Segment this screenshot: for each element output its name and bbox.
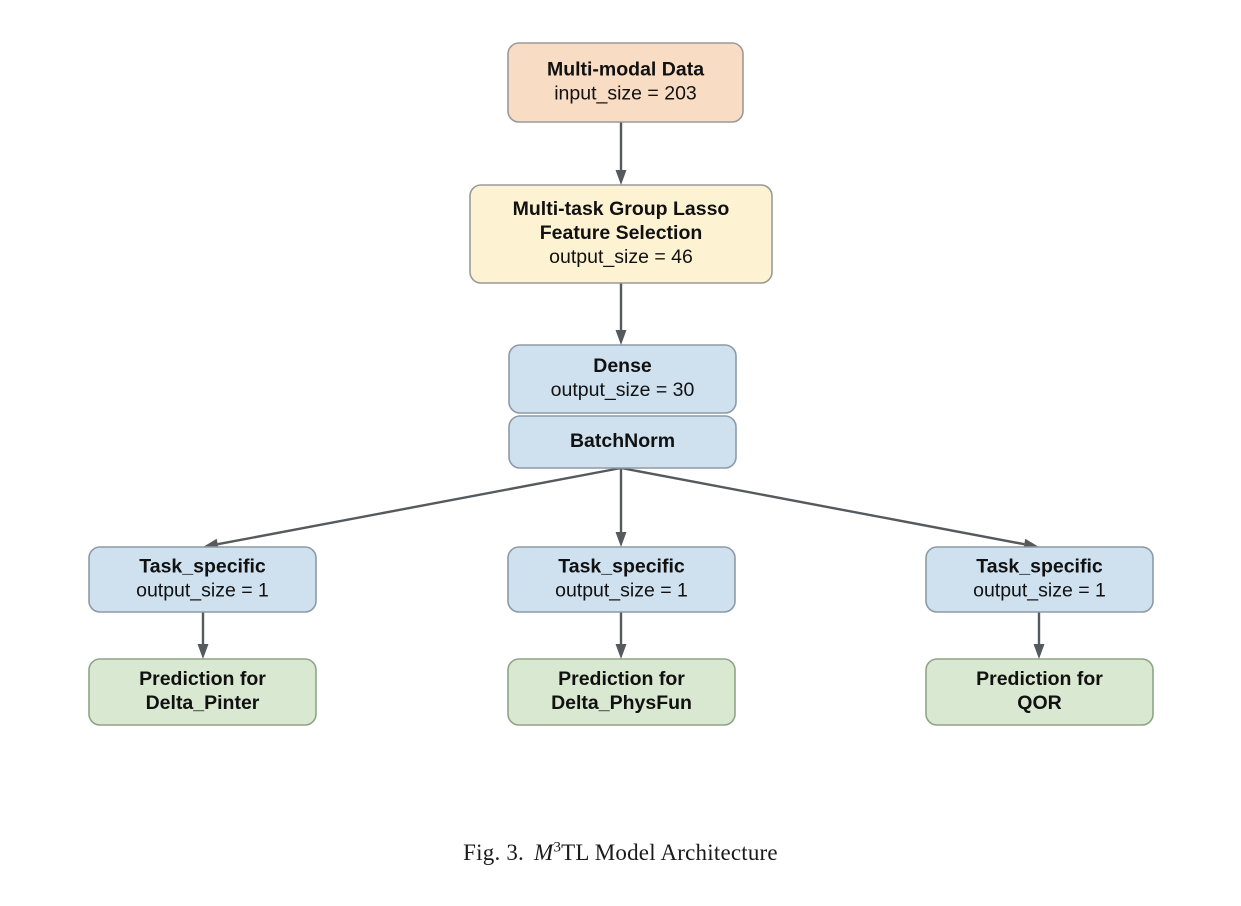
arrow-task-left-to-prediction bbox=[197, 612, 209, 659]
arrow-batchnorm-to-task-right bbox=[620, 466, 1039, 550]
arrow-task-right-to-prediction bbox=[1033, 612, 1045, 659]
dense-layer-node-line-1: Dense bbox=[593, 355, 652, 377]
figure-number: Fig. 3. bbox=[463, 840, 524, 865]
prediction-node-qor-line-1: Prediction for bbox=[976, 668, 1103, 690]
task-specific-node-middle-line-1: Task_specific bbox=[558, 556, 685, 578]
multi-modal-data-node-line-1: Multi-modal Data bbox=[547, 59, 704, 81]
group-lasso-feature-selection-node-line-1: Multi-task Group Lasso bbox=[513, 198, 730, 220]
caption-title-rest: TL Model Architecture bbox=[561, 840, 778, 865]
prediction-node-delta-pinter-line-2: Delta_Pinter bbox=[146, 692, 260, 714]
task-specific-node-middle-line-2: output_size = 1 bbox=[555, 580, 688, 602]
task-specific-node-right-line-1: Task_specific bbox=[976, 556, 1103, 578]
arrow-batchnorm-to-task-left bbox=[203, 466, 622, 550]
prediction-node-delta-physfun-line-2: Delta_PhysFun bbox=[551, 692, 692, 714]
model-symbol-exponent: 3 bbox=[553, 838, 562, 856]
arrow-batchnorm-to-task-middle bbox=[615, 468, 627, 547]
batchnorm-layer-node[interactable]: BatchNorm bbox=[508, 415, 737, 469]
prediction-node-delta-physfun-line-1: Prediction for bbox=[558, 668, 685, 690]
dense-layer-node-line-2: output_size = 30 bbox=[551, 379, 695, 401]
task-specific-node-left-line-2: output_size = 1 bbox=[136, 580, 269, 602]
group-lasso-feature-selection-node-line-3: output_size = 46 bbox=[549, 246, 693, 268]
arrow-task-middle-to-prediction bbox=[615, 612, 627, 659]
multi-modal-data-node-line-2: input_size = 203 bbox=[554, 83, 697, 105]
task-specific-node-left-line-1: Task_specific bbox=[139, 556, 266, 578]
arrow-data-to-lasso bbox=[615, 122, 627, 185]
figure-caption: Fig. 3. M3TL Model Architecture bbox=[0, 838, 1241, 866]
arrow-lasso-to-dense bbox=[615, 283, 627, 345]
task-specific-node-right-line-2: output_size = 1 bbox=[973, 580, 1106, 602]
prediction-node-qor-line-2: QOR bbox=[1017, 692, 1061, 714]
prediction-node-delta-pinter-line-1: Prediction for bbox=[139, 668, 266, 690]
batchnorm-layer-node-line-1: BatchNorm bbox=[570, 430, 675, 452]
model-symbol-base: M bbox=[534, 840, 554, 865]
group-lasso-feature-selection-node-line-2: Feature Selection bbox=[540, 222, 703, 244]
edges-layer bbox=[197, 122, 1045, 659]
